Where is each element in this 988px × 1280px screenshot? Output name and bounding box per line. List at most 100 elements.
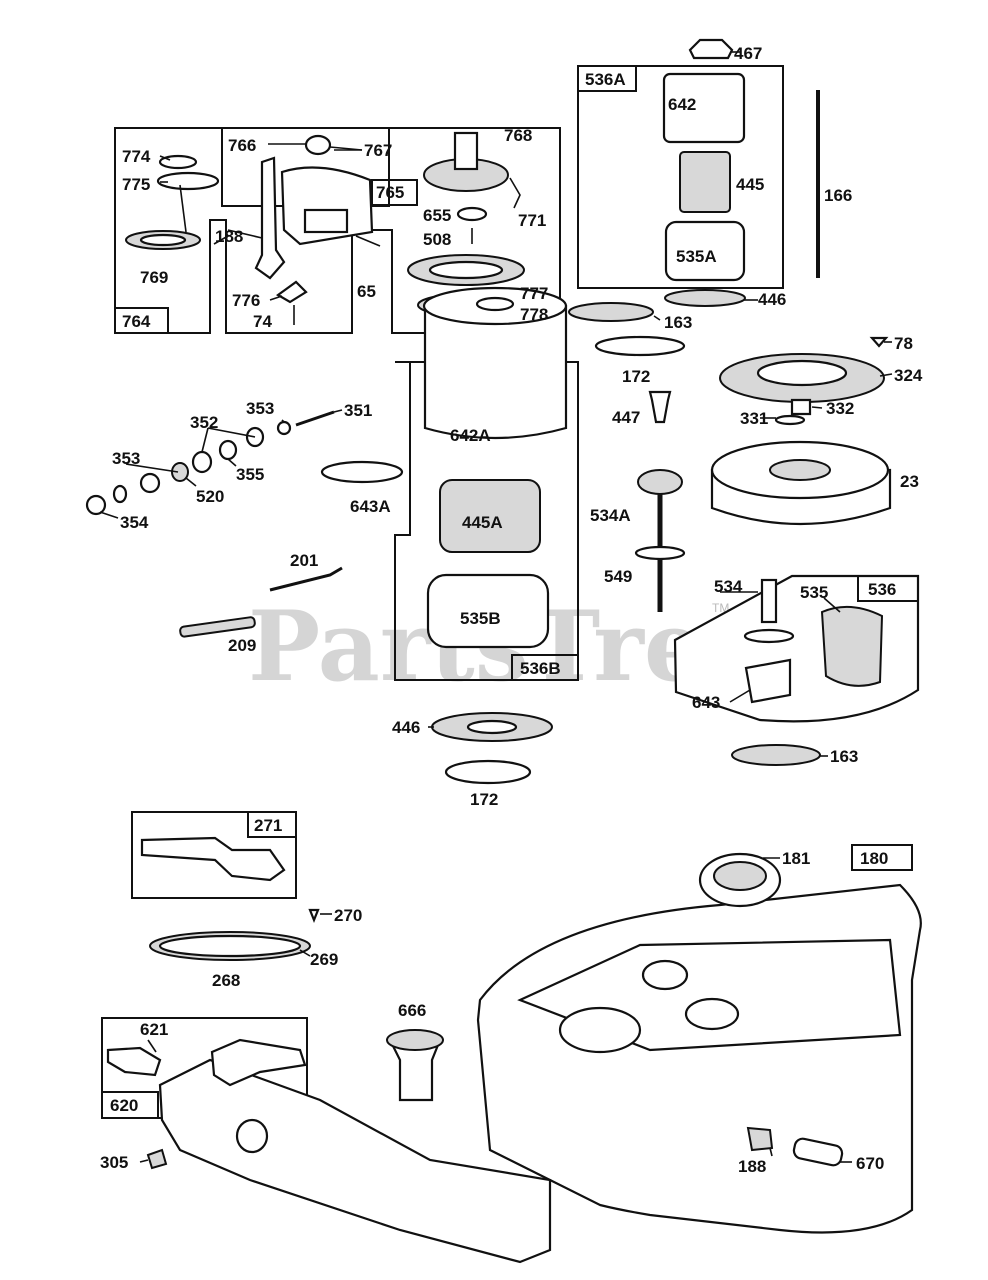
governor-linkage bbox=[85, 410, 335, 516]
label-166: 166 bbox=[824, 186, 852, 205]
label-172-lower: 172 bbox=[470, 790, 498, 809]
label-534a: 534A bbox=[590, 506, 631, 525]
part-352b-shape bbox=[191, 450, 213, 474]
part-23-hub bbox=[769, 459, 831, 481]
part-305-shape bbox=[146, 1148, 168, 1170]
tank-port-2 bbox=[641, 959, 689, 991]
part-446b-inner bbox=[466, 719, 518, 735]
part-642-shape bbox=[662, 72, 746, 144]
label-766: 766 bbox=[228, 136, 256, 155]
part-534a-head bbox=[637, 469, 683, 495]
part-353b-shape bbox=[112, 484, 128, 504]
part-354a-shape bbox=[139, 472, 161, 494]
bolt-534a-assembly bbox=[634, 469, 686, 612]
part-268-inner bbox=[158, 934, 302, 958]
tank-port-1 bbox=[558, 1006, 642, 1054]
label-535a: 535A bbox=[676, 247, 717, 266]
part-642a-hole bbox=[475, 296, 515, 312]
part-188b-shape bbox=[746, 1126, 774, 1152]
part-188-bolt bbox=[227, 229, 263, 239]
box-764-tag bbox=[114, 307, 169, 334]
box-620-tag bbox=[101, 1091, 159, 1119]
part-520-shape bbox=[171, 462, 189, 482]
label-535b: 535B bbox=[460, 609, 501, 628]
part-163a-shape bbox=[568, 302, 654, 322]
part-201-shape bbox=[269, 566, 343, 592]
box-271-label: 271 bbox=[254, 816, 282, 835]
part-78-shape bbox=[869, 336, 889, 348]
label-352: 352 bbox=[190, 413, 218, 432]
label-354: 354 bbox=[120, 513, 149, 532]
part-445-shape bbox=[679, 151, 731, 213]
label-508: 508 bbox=[423, 230, 451, 249]
part-181-cap-inner bbox=[713, 861, 767, 891]
label-355: 355 bbox=[236, 465, 264, 484]
label-775: 775 bbox=[122, 175, 150, 194]
label-642: 642 bbox=[668, 95, 696, 114]
label-621: 621 bbox=[140, 1020, 168, 1039]
label-78: 78 bbox=[894, 334, 913, 353]
part-354b-shape bbox=[85, 494, 107, 516]
label-163-lower: 163 bbox=[830, 747, 858, 766]
label-446-top: 446 bbox=[758, 290, 786, 309]
leader-lines bbox=[99, 51, 893, 1163]
box-536a-outline bbox=[577, 65, 784, 289]
part-324-inner bbox=[756, 359, 848, 387]
part-534-washer bbox=[743, 628, 795, 644]
label-353-lower: 353 bbox=[112, 449, 140, 468]
part-769-inner bbox=[139, 233, 187, 247]
part-777-inner bbox=[428, 260, 504, 280]
part-270-shape bbox=[308, 908, 320, 923]
label-65: 65 bbox=[357, 282, 376, 301]
label-268: 268 bbox=[212, 971, 240, 990]
label-23: 23 bbox=[900, 472, 919, 491]
part-209-shape bbox=[179, 616, 256, 638]
box-536a-tag bbox=[577, 65, 637, 92]
label-778: 778 bbox=[520, 305, 548, 324]
label-188-top: 188 bbox=[215, 227, 243, 246]
label-332: 332 bbox=[826, 399, 854, 418]
part-643-shape bbox=[744, 658, 792, 704]
flywheel-assembly bbox=[710, 336, 892, 526]
part-549-shape bbox=[634, 545, 686, 561]
label-172-top: 172 bbox=[622, 367, 650, 386]
part-535b-shape bbox=[426, 573, 550, 649]
part-666-top bbox=[386, 1029, 444, 1051]
label-776: 776 bbox=[232, 291, 260, 310]
box-764-label: 764 bbox=[122, 312, 151, 331]
part-535-shape bbox=[820, 605, 884, 687]
tank-port-3 bbox=[684, 997, 740, 1031]
part-620-plate bbox=[158, 1058, 552, 1264]
label-331: 331 bbox=[740, 409, 768, 428]
box-536b-tag bbox=[511, 654, 579, 681]
label-446-lower: 446 bbox=[392, 718, 420, 737]
part-445a-shape bbox=[439, 479, 541, 553]
part-467-shape bbox=[688, 38, 734, 60]
box-765-label: 765 bbox=[376, 183, 404, 202]
box-180-tag bbox=[851, 844, 913, 871]
part-housing-window bbox=[303, 208, 349, 234]
label-534: 534 bbox=[714, 577, 743, 596]
box-765-tag bbox=[371, 179, 418, 206]
label-269: 269 bbox=[310, 950, 338, 969]
part-163b-shape bbox=[731, 744, 821, 766]
part-776-shape bbox=[275, 280, 308, 304]
label-270: 270 bbox=[334, 906, 362, 925]
label-324: 324 bbox=[894, 366, 923, 385]
part-351-shape bbox=[295, 410, 335, 427]
label-188-lower: 188 bbox=[738, 1157, 766, 1176]
label-520: 520 bbox=[196, 487, 224, 506]
part-271-shape bbox=[140, 836, 286, 882]
label-777: 777 bbox=[520, 284, 548, 303]
label-769: 769 bbox=[140, 268, 168, 287]
part-bracket-shape bbox=[254, 156, 286, 280]
label-353-upper: 353 bbox=[246, 399, 274, 418]
label-305: 305 bbox=[100, 1153, 128, 1172]
box-536b-outline bbox=[394, 361, 579, 681]
part-535a-shape bbox=[664, 220, 746, 282]
part-620-hole bbox=[235, 1118, 269, 1154]
label-445a: 445A bbox=[462, 513, 503, 532]
part-332-shape bbox=[790, 398, 812, 416]
label-351: 351 bbox=[344, 401, 372, 420]
box-271-tag bbox=[247, 811, 297, 838]
